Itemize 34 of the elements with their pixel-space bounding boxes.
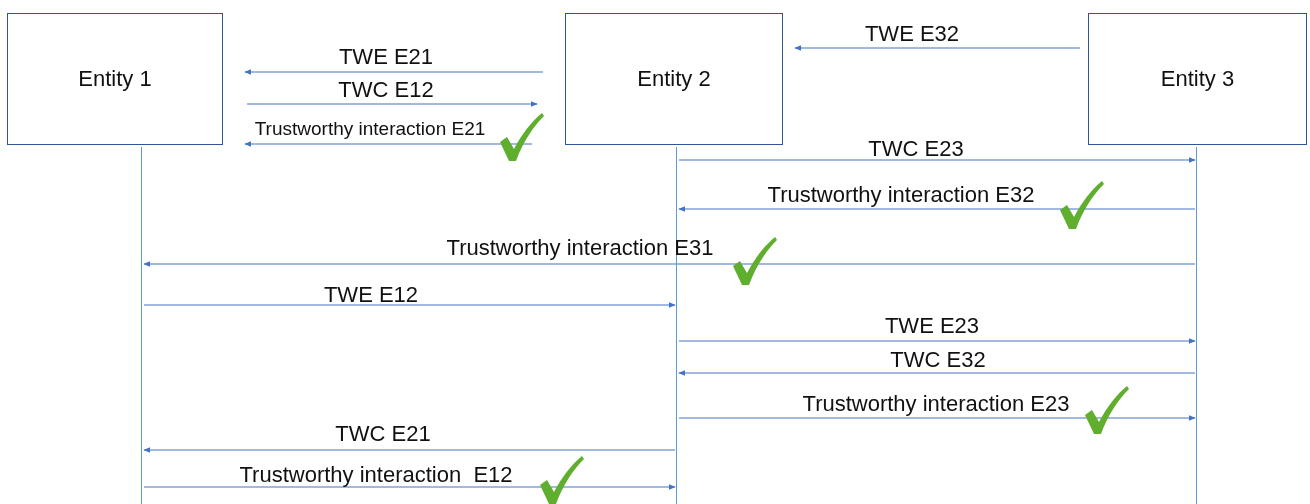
- edge-label: TWE E21: [338, 45, 434, 70]
- edge-label: TWC E32: [890, 348, 986, 373]
- edge-label: TWE E23: [884, 314, 980, 339]
- message-arrow: [678, 415, 1196, 421]
- entity-box: [7, 13, 223, 145]
- entity-name: Entity 1: [78, 66, 152, 92]
- edge-label: TWE E32: [864, 22, 960, 47]
- entity-box: [565, 13, 783, 145]
- entity-box: [1088, 13, 1307, 145]
- message-arrow: [143, 261, 1196, 267]
- message-arrow: [794, 45, 1081, 51]
- message-arrow: [678, 157, 1196, 163]
- message-arrow: [678, 206, 1196, 212]
- edge-label: TWC E23: [868, 137, 964, 162]
- message-arrow: [678, 338, 1196, 344]
- lifeline: [676, 147, 677, 504]
- lifeline: [141, 147, 142, 504]
- message-arrow: [246, 101, 538, 107]
- edge-label: Trustworthy interaction E12: [239, 463, 513, 488]
- edge-label: Trustworthy interaction E21: [254, 119, 486, 140]
- entity-name: Entity 3: [1160, 66, 1235, 92]
- message-arrow: [244, 141, 533, 147]
- edge-label: TWC E21: [335, 422, 431, 447]
- entity-name: Entity 2: [637, 66, 711, 92]
- message-arrow: [244, 69, 544, 75]
- edge-label: Trustworthy interaction E32: [767, 183, 1035, 208]
- edge-label: TWE E12: [323, 283, 419, 308]
- edge-label: TWC E12: [338, 78, 434, 103]
- lifeline: [1196, 147, 1197, 504]
- message-arrow: [143, 447, 676, 453]
- message-arrow: [143, 484, 676, 490]
- edge-label: Trustworthy interaction E23: [802, 392, 1070, 417]
- message-arrow: [678, 370, 1196, 376]
- message-arrow: [143, 302, 676, 308]
